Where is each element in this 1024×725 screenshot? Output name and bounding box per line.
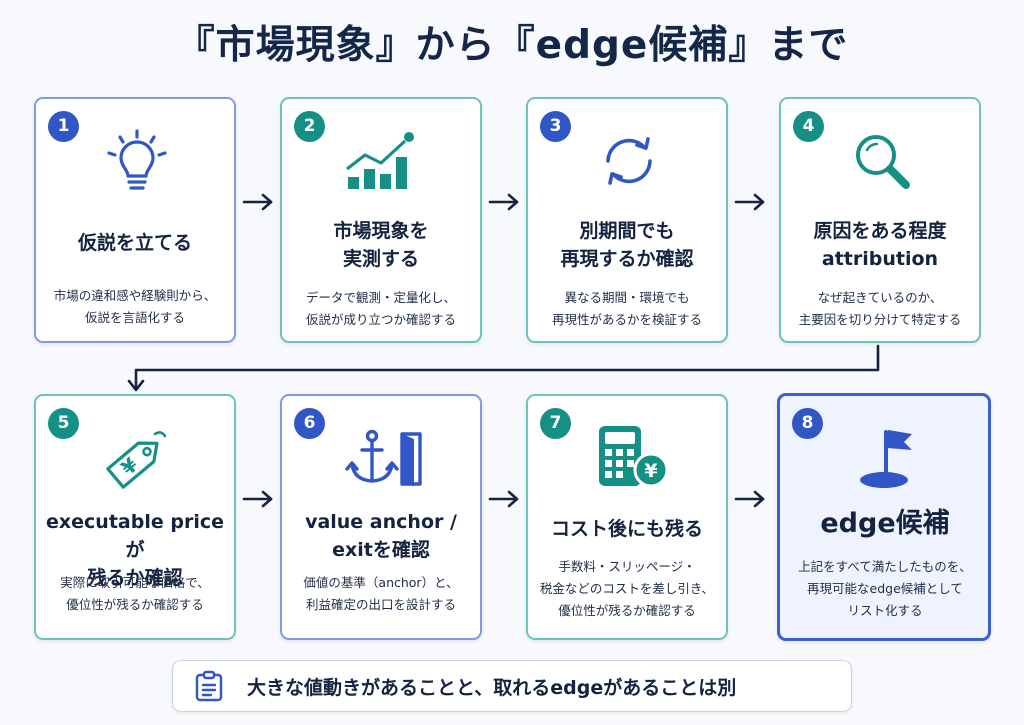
step-number-badge: 2 bbox=[294, 111, 325, 142]
step-number-badge: 1 bbox=[48, 111, 79, 142]
step-card-3: 3 別期間でも 再現するか確認 異なる期間・環境でも 再現性があるかを検証する bbox=[526, 97, 728, 343]
step-heading: 別期間でも 再現するか確認 bbox=[560, 220, 694, 270]
footer-text: 大きな値動きがあることと、取れるedgeがあることは別 bbox=[247, 677, 737, 699]
refresh-icon bbox=[606, 137, 652, 185]
bar-chart-icon bbox=[346, 132, 414, 189]
clipboard-icon bbox=[195, 670, 223, 702]
anchor-exit-icon bbox=[345, 429, 422, 486]
magnifier-icon bbox=[856, 135, 910, 189]
arrow-right-icon bbox=[488, 193, 519, 211]
svg-text:¥: ¥ bbox=[644, 460, 657, 482]
flag-icon bbox=[860, 430, 912, 488]
step-number-badge: 3 bbox=[540, 111, 571, 142]
step-description: なぜ起きているのか、 主要因を切り分けて特定する bbox=[798, 290, 962, 327]
arrow-right-icon bbox=[242, 193, 273, 211]
step-number-badge: 8 bbox=[792, 408, 823, 439]
step-description: 価値の基準（anchor）と、 利益確定の出口を設計する bbox=[303, 575, 459, 612]
step-number-badge: 5 bbox=[48, 408, 79, 439]
step-description: 実際に取引可能な価格で、 優位性が残るか確認する bbox=[60, 575, 210, 612]
step-card-6: 6 value anchor / exitを確認 価値の基準（anchor）と、… bbox=[280, 394, 482, 640]
row-connector-arrow bbox=[127, 344, 880, 392]
step-description: データで観測・定量化し、 仮説が成り立つか確認する bbox=[305, 290, 456, 327]
step-description: 異なる期間・環境でも 再現性があるかを検証する bbox=[551, 290, 702, 327]
step-heading: value anchor / exitを確認 bbox=[305, 511, 457, 561]
arrow-right-icon bbox=[488, 490, 519, 508]
step-heading: 仮説を立てる bbox=[77, 232, 192, 254]
step-heading: コスト後にも残る bbox=[550, 518, 703, 540]
step-card-7: 7 ¥ コスト後にも残る 手数料・スリッページ・ 税金などのコストを差し引き、 … bbox=[526, 394, 728, 640]
step-heading: executable priceが 残るか確認 bbox=[46, 511, 224, 589]
step-heading: 原因をある程度 attribution bbox=[813, 220, 947, 270]
arrow-right-icon bbox=[734, 193, 765, 211]
arrow-right-icon bbox=[242, 490, 273, 508]
step-heading: edge候補 bbox=[820, 508, 950, 539]
step-card-8: 8 edge候補 上記をすべて満たしたものを、 再現可能なedge候補として リ… bbox=[777, 393, 991, 641]
footer-note: 大きな値動きがあることと、取れるedgeがあることは別 bbox=[172, 660, 852, 712]
step-description: 上記をすべて満たしたものを、 再現可能なedge候補として リスト化する bbox=[798, 559, 972, 618]
step-card-1: 1 仮説を立てる 市場の違和感や経験則から、 仮説を言語化する bbox=[34, 97, 236, 343]
step-number-badge: 4 bbox=[793, 111, 824, 142]
arrow-right-icon bbox=[734, 490, 765, 508]
step-card-4: 4 原因をある程度 attribution なぜ起きているのか、 主要因を切り分… bbox=[779, 97, 981, 343]
step-card-2: 2 市場現象を 実測する データで観測・定量化し、 仮説が成り立つか確認する bbox=[280, 97, 482, 343]
step-card-5: 5 ¥ executable priceが 残るか確認 実際に取引可能な価格で、… bbox=[34, 394, 236, 640]
page-title: 『市場現象』から『edge候補』まで bbox=[175, 23, 849, 68]
price-tag-icon: ¥ bbox=[106, 431, 167, 489]
step-number-badge: 6 bbox=[294, 408, 325, 439]
step-description: 市場の違和感や経験則から、 仮説を言語化する bbox=[53, 288, 217, 325]
lightbulb-icon bbox=[107, 129, 167, 190]
step-description: 手数料・スリッページ・ 税金などのコストを差し引き、 優位性が残るか確認する bbox=[539, 559, 715, 618]
step-heading: 市場現象を 実測する bbox=[333, 220, 429, 270]
step-number-badge: 7 bbox=[540, 408, 571, 439]
calculator-yen-icon: ¥ bbox=[599, 426, 669, 488]
